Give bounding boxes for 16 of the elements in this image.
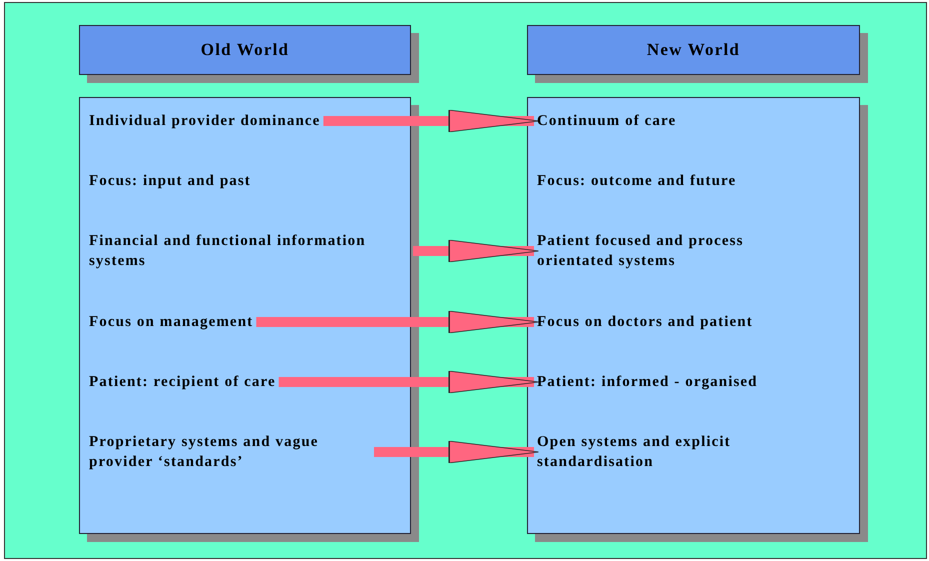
block-arrow — [256, 310, 536, 334]
block-arrow — [323, 110, 536, 132]
list-item-text: Continuum of care — [537, 111, 676, 131]
list-item-text: Patient focused and process orientated systems — [537, 231, 799, 271]
list-item-text: Focus: outcome and future — [537, 171, 736, 191]
list-item-text: Focus on doctors and patient — [537, 312, 753, 332]
list-item-text: Focus on management — [89, 312, 254, 332]
list-item-text: Open systems and explicit standardisation — [537, 432, 777, 472]
list-item-text: Individual provider dominance — [89, 111, 320, 131]
list-item-text: Proprietary systems and vague provider ‘standards’ — [89, 432, 371, 472]
block-arrow — [374, 440, 536, 464]
list-item-text: Focus: input and past — [89, 171, 251, 191]
block-arrow — [413, 240, 536, 262]
list-item-text: Patient: recipient of care — [89, 372, 276, 392]
list-item-text: Patient: informed - organised — [537, 372, 758, 392]
list-item-text: Financial and functional information systems — [89, 231, 410, 271]
